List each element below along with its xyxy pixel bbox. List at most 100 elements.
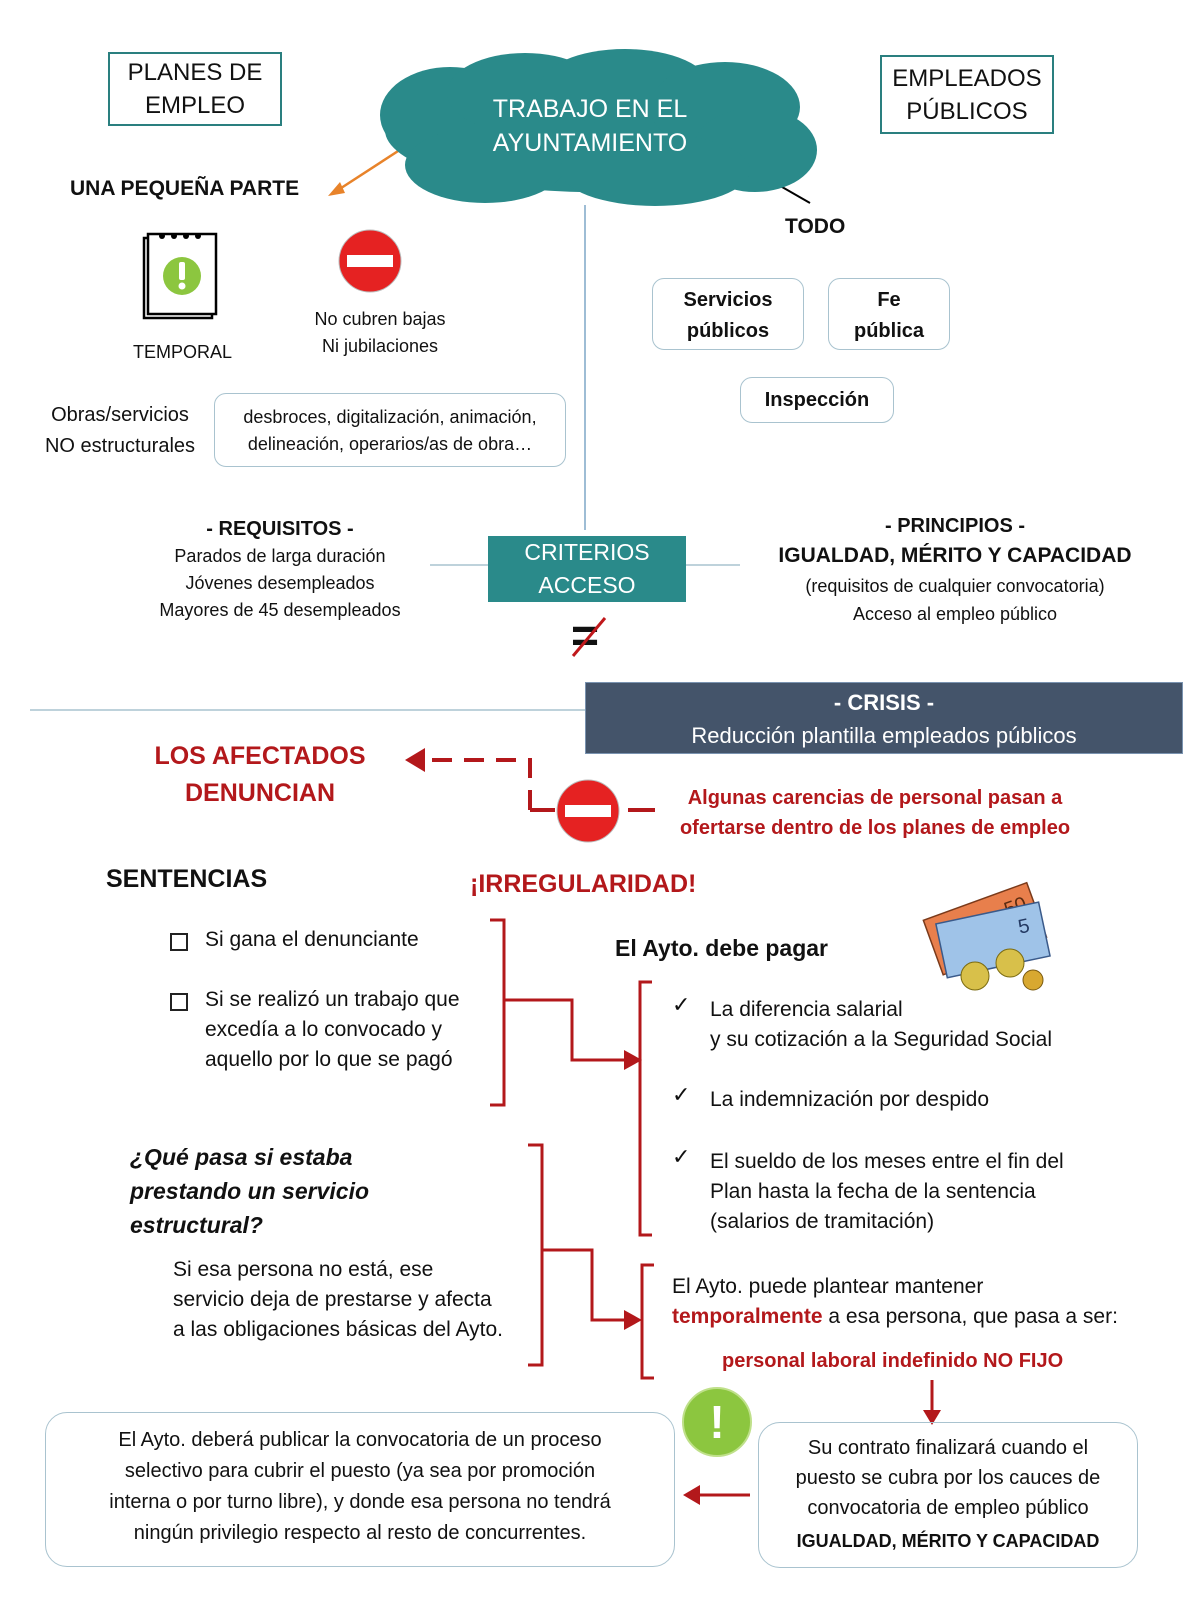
estructural-a2: servicio deja de prestarse y afecta [173,1288,492,1311]
servicios-line2: públicos [686,320,770,342]
afectados-label: LOS AFECTADOS DENUNCIAN [140,738,380,812]
carencias-line2: ofertarse dentro de los planes de empleo [679,817,1071,839]
estructural-q2: prestando un servicio [130,1178,370,1204]
cloud-title-line1: TRABAJO EN EL [492,95,688,123]
estructural-q1: ¿Qué pasa si estaba [130,1144,353,1170]
pagar-item2: La indemnización por despido [710,1088,990,1111]
irregularidad-label: ¡IRREGULARIDAD! [470,870,697,898]
temporalmente-label: temporalmente [672,1305,823,1328]
pagar-item1-line1: La diferencia salarial [710,998,903,1021]
publicar-line4: ningún privilegio respecto al resto de c… [133,1522,587,1544]
principios-subtitle: IGUALDAD, MÉRITO Y CAPACIDAD [778,544,1132,567]
indefinido-label: personal laboral indefinido NO FIJO [722,1350,1064,1372]
crisis-subtitle: Reducción plantilla empleados públicos [691,723,1077,748]
notepad-icon [140,232,220,322]
sentencias-item2-line1: Si se realizó un trabajo que [205,988,460,1011]
publicar-box: El Ayto. deberá publicar la convocatoria… [45,1412,675,1567]
ejemplos-line2: delineación, operarios/as de obra… [247,434,533,454]
not-equal-sign: = [565,612,615,662]
pagar-item3-line1: El sueldo de los meses entre el fin del [710,1150,1064,1173]
servicios-publicos-box: Servicios públicos [652,278,804,350]
obras-servicios-text: Obras/servicios NO estructurales [30,400,210,462]
mantener-line2: temporalmente a esa persona, que pasa a … [672,1302,1177,1332]
carencias-line1: Algunas carencias de personal pasan a [687,787,1063,809]
requisitos-title: - REQUISITOS - [206,518,354,540]
contrato-line3: convocatoria de empleo público [807,1497,1089,1519]
principios-line1: (requisitos de cualquier convocatoria) [805,576,1105,596]
inspeccion-label: Inspección [764,389,870,411]
carencias-text: Algunas carencias de personal pasan a of… [655,783,1095,843]
checkmark-icon: ✓ [672,1082,691,1107]
no-cubren-text: No cubren bajas Ni jubilaciones [300,306,460,360]
ejemplos-line1: desbroces, digitalización, animación, [243,407,537,427]
publicar-line3: interna o por turno libre), y donde esa … [109,1491,611,1513]
contrato-box: Su contrato finalizará cuando el puesto … [758,1422,1138,1568]
requisitos-item: Parados de larga duración [174,546,386,566]
cloud-shape [355,45,825,210]
planes-line2: EMPLEO [144,92,246,119]
sentencias-title: SENTENCIAS [106,865,268,893]
cloud-title: TRABAJO EN EL AYUNTAMIENTO [400,92,780,160]
sentencias-item2-line2: excedía a lo convocado y [205,1018,442,1041]
fe-line1: Fe [877,289,901,311]
pagar-item1: La diferencia salarial y su cotización a… [710,995,1052,1055]
checkmark-icon: ✓ [672,1144,691,1169]
crisis-banner: - CRISIS - Reducción plantilla empleados… [585,682,1183,754]
planes-empleo-box: PLANES DE EMPLEO [108,52,282,126]
obras-line1: Obras/servicios [51,404,189,426]
principios-block: - PRINCIPIOS - IGUALDAD, MÉRITO Y CAPACI… [760,512,1150,628]
no-cubren-line1: No cubren bajas [314,309,446,329]
ayto-pagar-title: El Ayto. debe pagar [615,935,829,961]
publicar-line1: El Ayto. deberá publicar la convocatoria… [118,1429,602,1451]
contrato-line2: puesto se cubra por los cauces de [795,1467,1101,1489]
afectados-line2: DENUNCIAN [185,779,335,807]
sentencias-item1: Si gana el denunciante [205,928,419,951]
pagar-item3-line3: (salarios de tramitación) [710,1210,935,1233]
principios-title: - PRINCIPIOS - [884,515,1025,537]
mantener-text: El Ayto. puede plantear mantener tempora… [672,1272,1177,1332]
criterios-line2: ACCESO [538,572,636,598]
requisitos-item: Jóvenes desempleados [185,573,375,593]
pagar-item3: El sueldo de los meses entre el fin del … [710,1147,1064,1237]
checkbox-icon [170,993,188,1011]
estructural-answer: Si esa persona no está, ese servicio dej… [173,1255,503,1345]
no-cubren-line2: Ni jubilaciones [321,336,439,356]
contrato-line1: Su contrato finalizará cuando el [807,1437,1089,1459]
estructural-q3: estructural? [130,1212,263,1238]
pequena-parte-label: UNA PEQUEÑA PARTE [70,177,300,200]
pagar-item1-line2: y su cotización a la Seguridad Social [710,1028,1053,1051]
pagar-item3-line2: Plan hasta la fecha de la sentencia [710,1180,1036,1203]
empleados-line1: EMPLEADOS [892,64,1042,92]
requisitos-item: Mayores de 45 desempleados [159,600,401,620]
money-icon: 50 5 [915,868,1065,998]
exclamation-icon: ! [680,1385,754,1459]
publicar-line2: selectivo para cubrir el puesto (ya sea … [124,1460,596,1482]
estructural-a1: Si esa persona no está, ese [173,1258,434,1281]
checkbox-icon [170,933,188,951]
temporal-label: TEMPORAL [133,342,233,362]
todo-label: TODO [785,215,846,238]
obras-line2: NO estructurales [44,435,196,457]
principios-line2: Acceso al empleo público [852,604,1058,624]
cloud-title-line2: AYUNTAMIENTO [492,129,688,157]
sentencias-item2: Si se realizó un trabajo que excedía a l… [205,985,460,1075]
mantener-line1: El Ayto. puede plantear mantener [672,1275,984,1298]
inspeccion-box: Inspección [740,377,894,423]
sentencias-item2-line3: aquello por lo que se pagó [205,1048,453,1071]
no-entry-icon [337,228,403,294]
estructural-question: ¿Qué pasa si estaba prestando un servici… [130,1140,369,1242]
criterios-line1: CRITERIOS [524,539,650,565]
requisitos-block: - REQUISITOS - Parados de larga duración… [130,515,430,624]
fe-line2: pública [853,320,924,342]
ejemplos-box: desbroces, digitalización, animación, de… [214,393,566,467]
planes-line1: PLANES DE [127,59,263,86]
criterios-acceso-box: CRITERIOS ACCESO [488,536,686,602]
empleados-publicos-box: EMPLEADOS PÚBLICOS [880,55,1054,134]
empleados-line2: PÚBLICOS [906,97,1028,125]
mantener-rest: a esa persona, que pasa a ser: [822,1305,1118,1328]
servicios-line1: Servicios [683,289,773,311]
crisis-title: - CRISIS - [833,690,935,715]
estructural-a3: a las obligaciones básicas del Ayto. [173,1318,503,1341]
exclamation-mark: ! [709,1396,724,1448]
